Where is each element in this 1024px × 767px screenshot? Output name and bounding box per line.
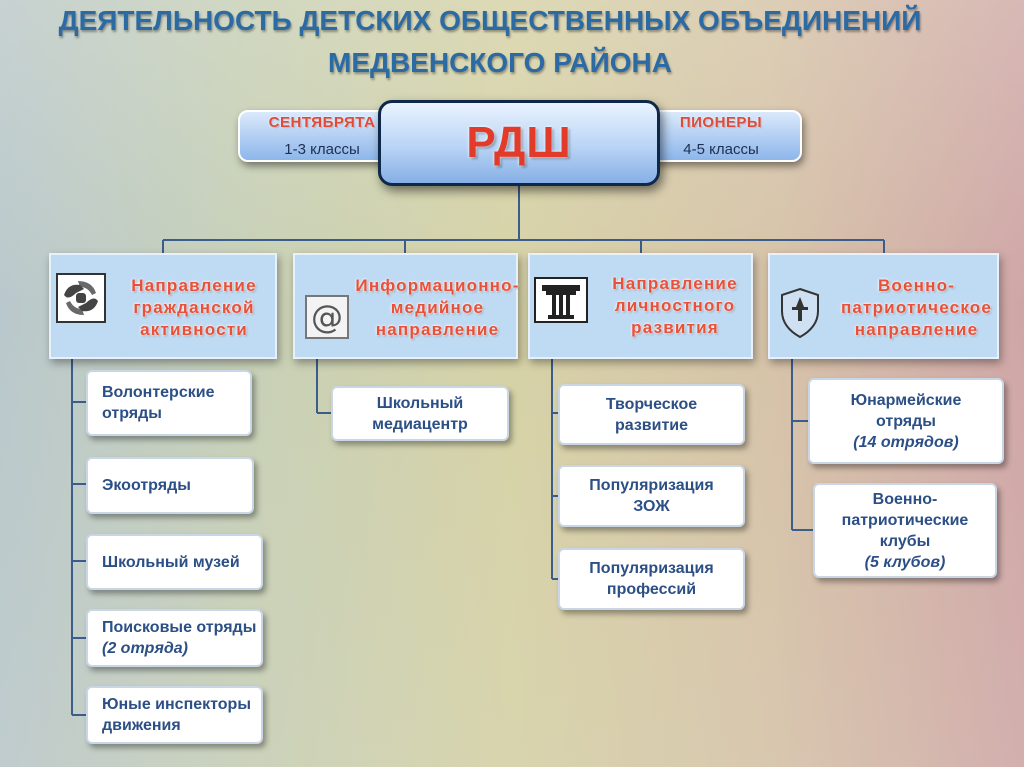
direction-military-label: Военно- патриотическое направление: [840, 276, 993, 339]
pionery-grades: 4-5 классы: [683, 141, 759, 158]
page-subtitle: МЕДВЕНСКОГО РАЙОНА: [328, 47, 672, 78]
item-young-inspectors: Юные инспекторы движения: [86, 686, 263, 744]
item-professions: Популяризация профессий: [558, 548, 745, 610]
pionery-box: ПИОНЕРЫ 4-5 классы: [640, 110, 802, 162]
page-title: ДЕЯТЕЛЬНОСТЬ ДЕТСКИХ ОБЩЕСТВЕННЫХ ОБЪЕДИ…: [58, 5, 922, 36]
item-healthy-lifestyle: Популяризация ЗОЖ: [558, 465, 745, 527]
item-school-media-center: Школьный медиацентр: [331, 386, 509, 441]
item-school-museum: Школьный музей: [86, 534, 263, 590]
shield-icon: [778, 287, 822, 339]
svg-text:@: @: [311, 298, 343, 336]
direction-media: @ Информационно- медийное направление: [293, 253, 518, 359]
rdsh-box: РДШ: [378, 100, 660, 186]
septembryata-title: СЕНТЯБРЯТА: [268, 114, 376, 131]
direction-civic: Направление гражданской активности: [49, 253, 277, 359]
item-creative-development: Творческое развитие: [558, 384, 745, 445]
handshake-icon: [56, 273, 106, 323]
direction-personal-label: Направление личностного развития: [612, 274, 738, 337]
direction-personal: Направление личностного развития: [528, 253, 753, 359]
item-volunteer-units: Волонтерские отряды: [86, 370, 252, 436]
direction-media-label: Информационно- медийное направление: [355, 276, 520, 339]
column-icon: [534, 277, 588, 323]
item-military-clubs: Военно- патриотические клубы (5 клубов): [813, 483, 997, 578]
direction-military: Военно- патриотическое направление: [768, 253, 999, 359]
direction-civic-label: Направление гражданской активности: [131, 276, 257, 339]
item-search-units: Поисковые отряды (2 отряда): [86, 609, 263, 667]
item-eco-units: Экоотряды: [86, 457, 254, 514]
item-yunarmiya-units: Юнармейские отряды (14 отрядов): [808, 378, 1004, 464]
pionery-title: ПИОНЕРЫ: [679, 114, 763, 131]
at-sign-icon: @: [305, 295, 349, 339]
rdsh-title: РДШ: [466, 118, 572, 167]
septembryata-grades: 1-3 классы: [284, 141, 360, 158]
